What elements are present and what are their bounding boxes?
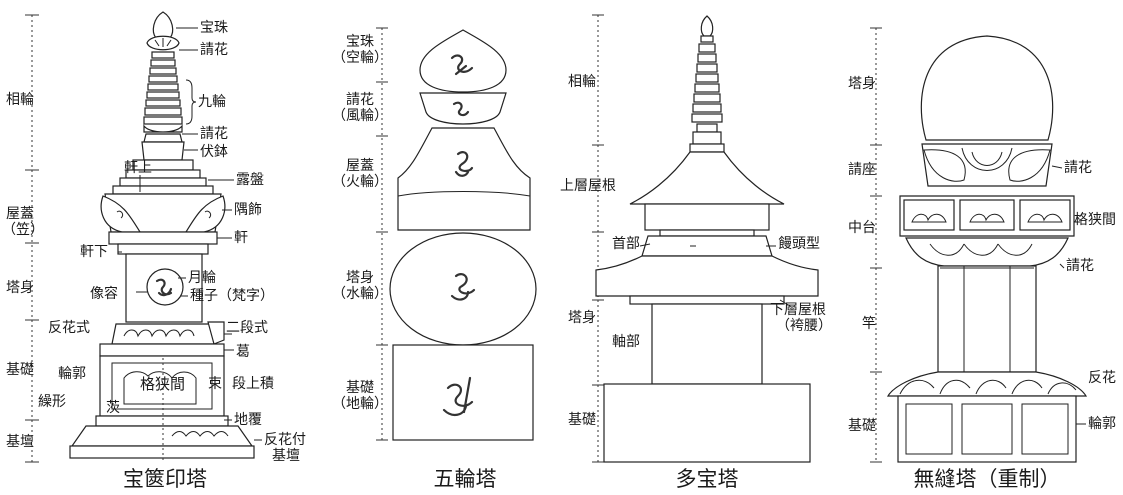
muhoto-chudai-label: 中台 bbox=[848, 220, 876, 236]
tahoto-jikubu-label: 軸部 bbox=[612, 334, 640, 350]
tahoto-kaso-yane-label: 下層屋根 bbox=[770, 302, 826, 318]
gorinto-kiso-label: 基礎 bbox=[346, 380, 374, 396]
hokyointo-kaeribanashiki-label: 反花式 bbox=[48, 320, 90, 336]
tahoto-kiso-label: 基礎 bbox=[568, 412, 596, 428]
gorinto-drawing bbox=[376, 27, 537, 441]
gorinto-toshin-label: 塔身 bbox=[346, 270, 374, 286]
muhoto-drawing bbox=[870, 27, 1088, 463]
muhoto-ukebana2-label: 請花 bbox=[1066, 258, 1094, 274]
muhoto-ukebana1-label: 請花 bbox=[1064, 160, 1092, 176]
hokyointo-tohshin-label: 塔身 bbox=[6, 280, 34, 296]
hokyointo-koshiama-label: 格狭間 bbox=[140, 375, 186, 393]
tahoto-sorin-label: 相輪 bbox=[568, 74, 596, 90]
hokyointo-kurin-label: 九輪 bbox=[198, 94, 226, 110]
muhoto-rinkaku-label: 輪郭 bbox=[1088, 416, 1116, 432]
hokyointo-sorin-label: 相輪 bbox=[6, 92, 34, 108]
hokyointo-fukubachi-label: 伏鉢 bbox=[200, 144, 228, 160]
gorinto-chirin-label: （地輪） bbox=[332, 396, 388, 412]
tahoto-kubibu-label: 首部 bbox=[612, 236, 640, 252]
hokyointo-roban-label: 露盤 bbox=[236, 172, 264, 188]
hokyointo-yagai-label: 屋蓋 bbox=[6, 206, 34, 222]
gorinto-yagai-label: 屋蓋 bbox=[346, 158, 374, 174]
gorinto-karin-label: （火輪） bbox=[332, 174, 388, 190]
gorinto-ukebana-label: 請花 bbox=[346, 92, 374, 108]
hokyointo-katsura-label: 葛 bbox=[236, 344, 250, 360]
hokyointo-kei-label: 茨 bbox=[106, 400, 120, 416]
hokyointo-kiso-label: 基礎 bbox=[6, 362, 34, 378]
gorinto-title: 五輪塔 bbox=[433, 467, 497, 491]
hokyointo-nokishita-label: 軒下 bbox=[80, 244, 108, 260]
tahoto-hakamagoshi-label: （袴腰） bbox=[776, 318, 832, 334]
hokyointo-shuji-label: 種子（梵字） bbox=[190, 288, 274, 304]
hokyointo-kurigata-label: 繰形 bbox=[38, 394, 66, 410]
hokyointo-ukebana2-label: 請花 bbox=[200, 126, 228, 142]
muhoto-sao-label: 竿 bbox=[862, 316, 876, 332]
muhoto-toshin-label: 塔身 bbox=[848, 76, 876, 92]
muhoto-kaeribana-label: 反花 bbox=[1088, 370, 1116, 386]
hokyointo-kidan-label: 基壇 bbox=[6, 434, 34, 450]
hokyointo-rinkaku-label: 輪郭 bbox=[58, 366, 86, 382]
hokyointo-kasa-label: （笠） bbox=[2, 222, 44, 238]
muhoto-title: 無縫塔（重制） bbox=[913, 467, 1061, 491]
gorinto-furin-label: （風輪） bbox=[332, 108, 388, 124]
tahoto-manjugata-label: 饅頭型 bbox=[778, 236, 820, 252]
hokyointo-ukebana1-label: 請花 bbox=[200, 42, 228, 58]
muhoto-kiso-label: 基礎 bbox=[848, 418, 876, 434]
hokyointo-kidan-r-label: 基壇 bbox=[272, 448, 300, 464]
hokyointo-jifuku-label: 地覆 bbox=[234, 412, 262, 428]
leader-lines bbox=[118, 27, 1086, 441]
muhoto-ukeza-label: 請座 bbox=[848, 162, 876, 178]
hokyointo-kaeribanatsuki-label: 反花付 bbox=[264, 432, 306, 448]
muhoto-koshiama-label: 格狭間 bbox=[1074, 212, 1116, 228]
hokyointo-title: 宝篋印塔 bbox=[123, 467, 207, 491]
hokyointo-sumikazari-label: 隅飾 bbox=[234, 202, 262, 218]
hokyointo-zoyo-label: 像容 bbox=[90, 286, 118, 302]
tahoto-toshin-label: 塔身 bbox=[568, 310, 596, 326]
hokyointo-noki-label: 軒 bbox=[234, 230, 248, 246]
hokyointo-nidanshiki-label: 二段式 bbox=[226, 320, 268, 336]
gorinto-kurin-label: （空輪） bbox=[332, 50, 388, 66]
gorinto-hoju-label: 宝珠 bbox=[346, 34, 374, 50]
hokyointo-getsurin-label: 月輪 bbox=[188, 270, 216, 286]
tahoto-title: 多宝塔 bbox=[675, 467, 739, 491]
hokyointo-nokiue-label: 軒上 bbox=[124, 160, 152, 176]
gorinto-suirin-label: （水輪） bbox=[332, 286, 388, 302]
hokyointo-danjozumi-label: 段上積 bbox=[232, 376, 274, 392]
hokyointo-tsuka-label: 束 bbox=[208, 376, 222, 392]
hokyointo-hoju-label: 宝珠 bbox=[200, 20, 228, 36]
tahoto-drawing bbox=[592, 14, 819, 463]
tahoto-joso-yane-label: 上層屋根 bbox=[560, 178, 616, 194]
